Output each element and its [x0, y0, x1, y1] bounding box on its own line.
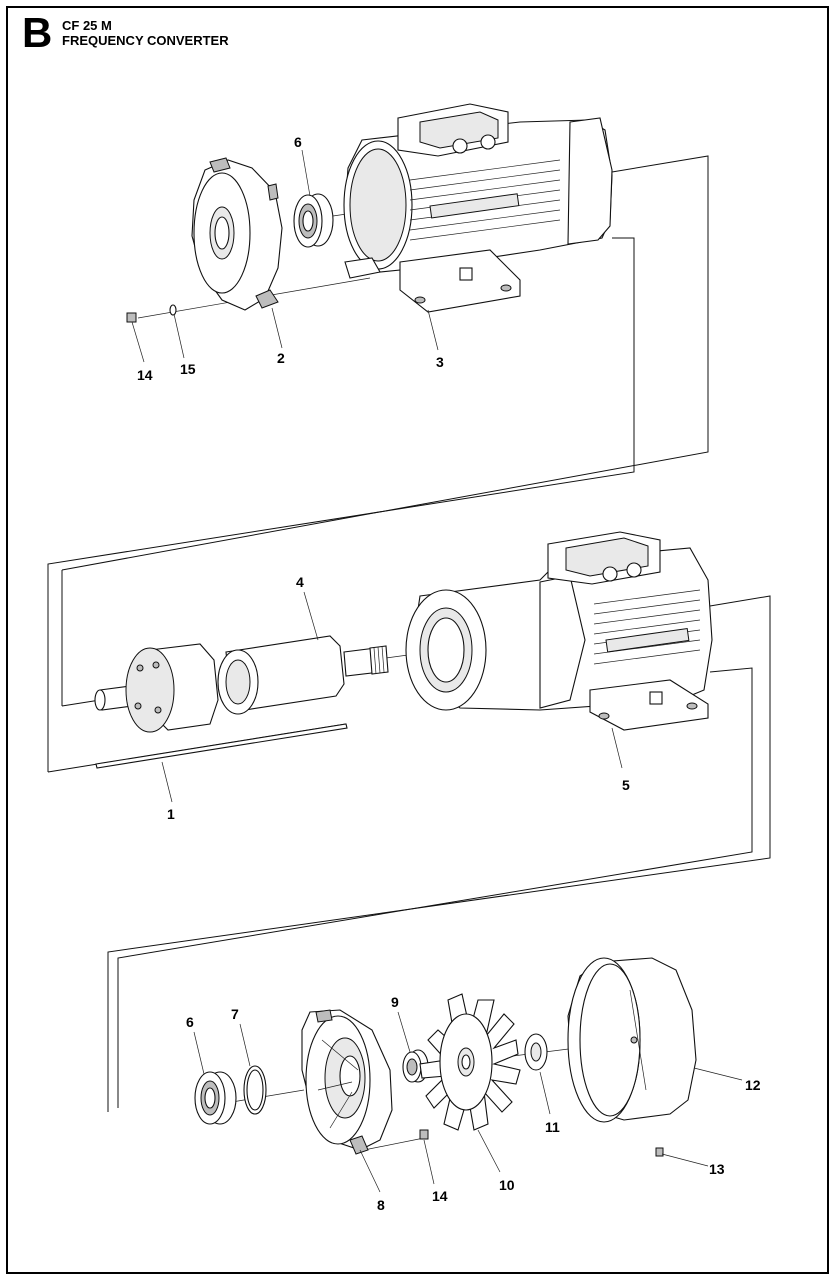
callout-4: 4: [296, 574, 304, 590]
callout-14-bottom: 14: [432, 1188, 448, 1204]
callout-1: 1: [167, 806, 175, 822]
stator-housing-part-5: [405, 531, 713, 731]
leader-lines-bottom: [193, 1011, 743, 1193]
bottom-bolt-axis-line: [363, 1137, 425, 1151]
leader-lines-top: [131, 149, 439, 363]
end-shield-part-2: [191, 157, 283, 311]
callout-14-top: 14: [137, 367, 153, 383]
fan-cover-part-12: [567, 957, 697, 1123]
callout-8: 8: [377, 1197, 385, 1213]
callout-2: 2: [277, 350, 285, 366]
leader-lines-middle: [161, 591, 623, 803]
callout-6-top: 6: [294, 134, 302, 150]
callout-15: 15: [180, 361, 196, 377]
callout-11: 11: [545, 1119, 560, 1135]
bottom-axis-line: [231, 1089, 305, 1103]
title-block: CF 25 M FREQUENCY CONVERTER: [62, 18, 229, 48]
washer-part-11: [524, 1033, 548, 1071]
callout-6-bottom: 6: [186, 1014, 194, 1030]
tie-rod-part-1: [95, 723, 348, 769]
nut-part-14-bottom: [419, 1129, 429, 1140]
top-group-frame: [47, 155, 709, 772]
rotor-part-4: [94, 635, 389, 733]
callout-10: 10: [499, 1177, 515, 1193]
nut-washer-top: [126, 304, 177, 323]
bearing-part-6-top: [293, 193, 334, 248]
callout-5: 5: [622, 777, 630, 793]
end-shield-part-8: [301, 1009, 393, 1155]
diagram-title: FREQUENCY CONVERTER: [62, 33, 229, 48]
page-border: [6, 6, 829, 1274]
section-letter: B: [22, 9, 53, 56]
callout-3: 3: [436, 354, 444, 370]
model-name: CF 25 M: [62, 18, 112, 33]
ring-part-7: [243, 1065, 267, 1115]
callout-7: 7: [231, 1006, 239, 1022]
callout-labels: 6 14 15 2 3 4 1 5 6 7 9 12 11 13 10 14 8: [137, 134, 761, 1213]
callout-9: 9: [391, 994, 399, 1010]
screw-part-13: [655, 1147, 664, 1157]
callout-13: 13: [709, 1161, 725, 1177]
callout-12: 12: [745, 1077, 761, 1093]
bearing-part-6-bottom: [194, 1071, 237, 1125]
motor-housing-part-3: [343, 103, 613, 313]
seal-part-9: [402, 1049, 429, 1083]
fan-part-10: [419, 993, 521, 1131]
